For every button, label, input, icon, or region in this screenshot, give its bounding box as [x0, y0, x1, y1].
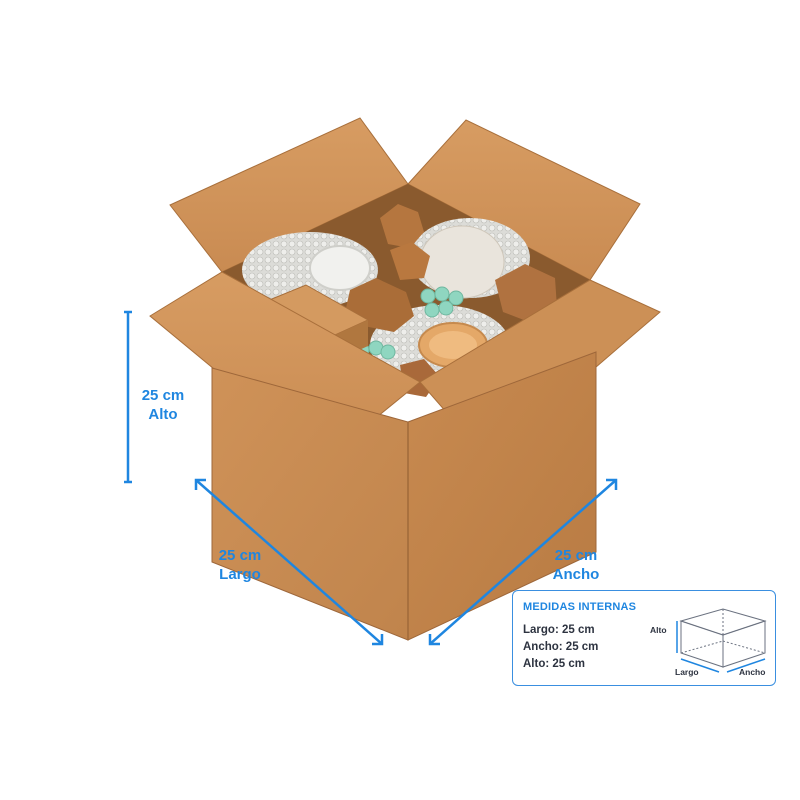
alto-value: 25 cm — [141, 387, 185, 404]
diagram-largo-label: Largo — [675, 667, 699, 677]
ancho-name: Ancho — [552, 566, 600, 583]
card-largo-line: Largo: 25 cm — [523, 624, 595, 636]
ancho-value: 25 cm — [554, 547, 598, 564]
diagram-alto-label: Alto — [650, 625, 667, 635]
candle-lid — [309, 245, 371, 291]
ancho-dimension-line — [428, 478, 618, 646]
alto-name: Alto — [148, 406, 178, 423]
kraft-paper — [380, 204, 424, 248]
largo-name: Largo — [219, 566, 261, 583]
kraft-paper — [390, 242, 430, 280]
card-alto-line: Alto: 25 cm — [523, 658, 585, 670]
largo-label: 25 cm Largo — [200, 546, 280, 584]
internal-measurements-card: MEDIDAS INTERNAS Largo: 25 cm Ancho: 25 … — [512, 590, 776, 686]
jar — [419, 225, 505, 299]
diagram-ancho-label: Ancho — [739, 667, 766, 677]
kraft-paper — [495, 264, 557, 322]
card-title: MEDIDAS INTERNAS — [523, 601, 637, 613]
ancho-label: 25 cm Ancho — [536, 546, 616, 584]
alto-label: 25 cm Alto — [128, 386, 198, 424]
alto-dimension-line — [124, 310, 132, 484]
largo-dimension-line — [194, 478, 384, 646]
largo-value: 25 cm — [218, 547, 262, 564]
box-outline-icon — [676, 608, 767, 673]
card-ancho-line: Ancho: 25 cm — [523, 641, 599, 653]
